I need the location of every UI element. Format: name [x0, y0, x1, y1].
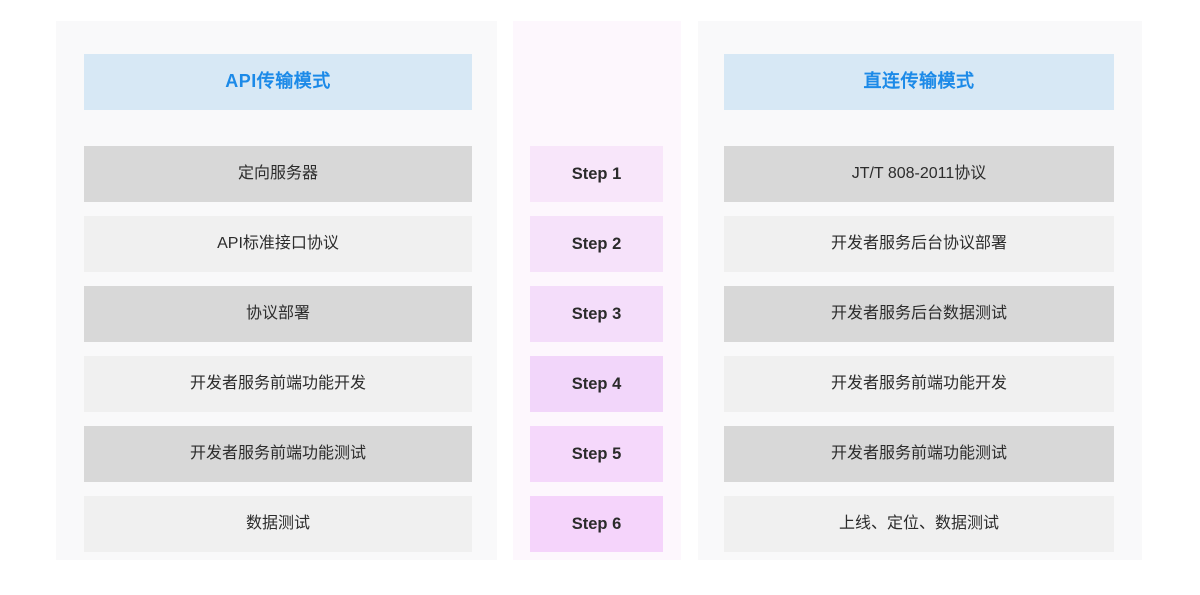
step-card-4: Step 4 — [530, 356, 663, 412]
right-column-header: 直连传输模式 — [724, 54, 1114, 110]
left-row-1: 定向服务器 — [84, 146, 472, 202]
step-column-panel: Step 1 Step 2 Step 3 Step 4 Step 5 Step … — [513, 21, 681, 560]
left-column-panel: API传输模式 定向服务器 API标准接口协议 协议部署 开发者服务前端功能开发… — [56, 21, 497, 560]
right-row-1: JT/T 808-2011协议 — [724, 146, 1114, 202]
right-row-4: 开发者服务前端功能开发 — [724, 356, 1114, 412]
left-row-5: 开发者服务前端功能测试 — [84, 426, 472, 482]
step-card-1: Step 1 — [530, 146, 663, 202]
right-row-5: 开发者服务前端功能测试 — [724, 426, 1114, 482]
left-row-6: 数据测试 — [84, 496, 472, 552]
left-row-2: API标准接口协议 — [84, 216, 472, 272]
step-card-2: Step 2 — [530, 216, 663, 272]
step-card-3: Step 3 — [530, 286, 663, 342]
right-column-panel: 直连传输模式 JT/T 808-2011协议 开发者服务后台协议部署 开发者服务… — [698, 21, 1142, 560]
step-card-5: Step 5 — [530, 426, 663, 482]
right-row-6: 上线、定位、数据测试 — [724, 496, 1114, 552]
left-column-header: API传输模式 — [84, 54, 472, 110]
step-card-6: Step 6 — [530, 496, 663, 552]
right-row-2: 开发者服务后台协议部署 — [724, 216, 1114, 272]
left-row-3: 协议部署 — [84, 286, 472, 342]
right-row-3: 开发者服务后台数据测试 — [724, 286, 1114, 342]
left-row-4: 开发者服务前端功能开发 — [84, 356, 472, 412]
